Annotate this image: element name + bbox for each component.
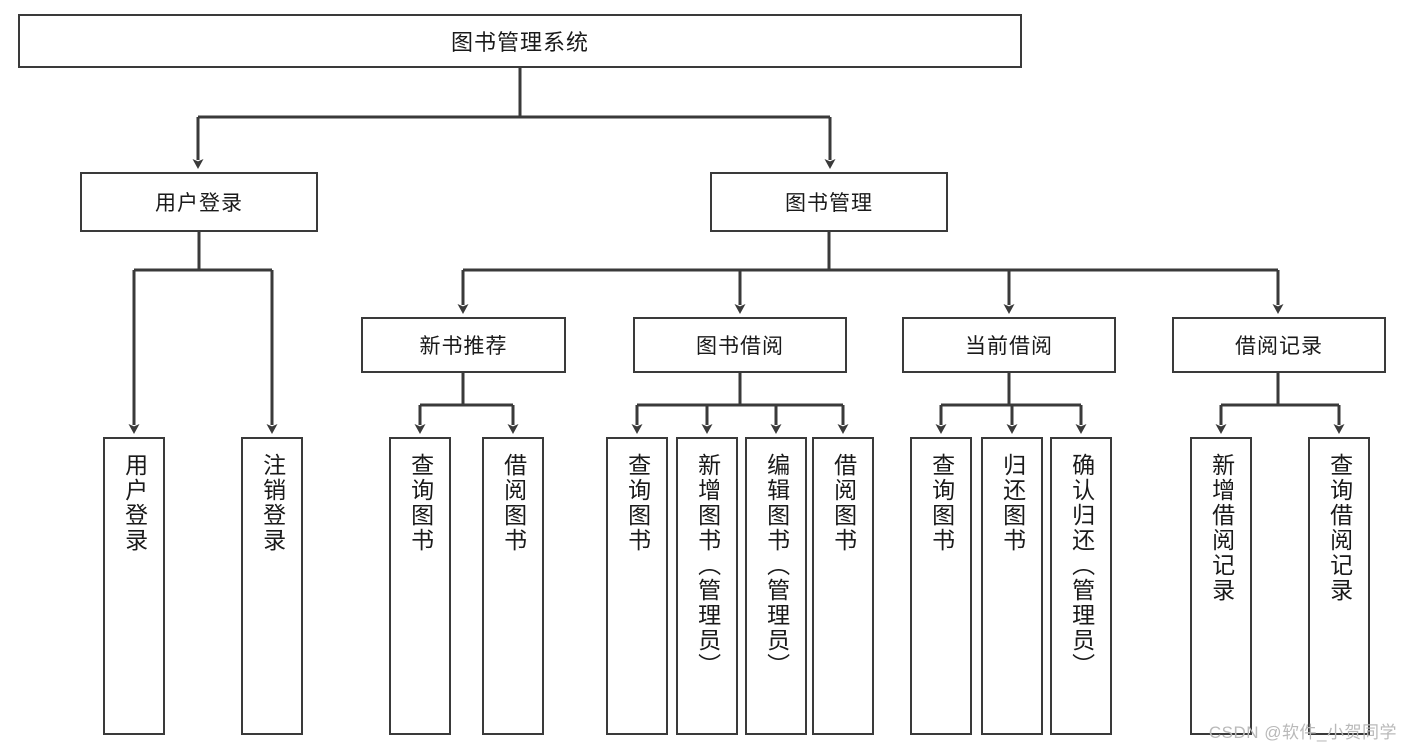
- node-leaf-add-record[interactable]: 新增借阅记录: [1190, 437, 1252, 735]
- node-leaf-query-record[interactable]: 查询借阅记录: [1308, 437, 1370, 735]
- node-leaf-add-book-label: 新增图书（管理员）: [694, 453, 721, 678]
- node-leaf-user-logout[interactable]: 注销登录: [241, 437, 303, 735]
- node-leaf-add-record-label: 新增借阅记录: [1208, 453, 1235, 603]
- node-borrow-record[interactable]: 借阅记录: [1172, 317, 1386, 373]
- node-leaf-confirm-return-label: 确认归还（管理员）: [1068, 453, 1095, 678]
- node-root[interactable]: 图书管理系统: [18, 14, 1022, 68]
- node-leaf-add-book[interactable]: 新增图书（管理员）: [676, 437, 738, 735]
- node-leaf-user-login-label: 用户登录: [121, 453, 148, 553]
- watermark: CSDN @软件_小贺同学: [1208, 723, 1397, 742]
- node-leaf-return-book[interactable]: 归还图书: [981, 437, 1043, 735]
- node-book-borrow-label: 图书借阅: [696, 335, 784, 358]
- node-leaf-user-login[interactable]: 用户登录: [103, 437, 165, 735]
- node-new-book-rec[interactable]: 新书推荐: [361, 317, 566, 373]
- node-current-borrow-label: 当前借阅: [965, 335, 1053, 358]
- node-user-login[interactable]: 用户登录: [80, 172, 318, 232]
- node-leaf-query-book-2[interactable]: 查询图书: [606, 437, 668, 735]
- node-leaf-borrow-book-1[interactable]: 借阅图书: [482, 437, 544, 735]
- node-leaf-edit-book-label: 编辑图书（管理员）: [763, 453, 790, 678]
- node-current-borrow[interactable]: 当前借阅: [902, 317, 1116, 373]
- node-leaf-query-book-3[interactable]: 查询图书: [910, 437, 972, 735]
- node-root-label: 图书管理系统: [450, 30, 589, 55]
- node-leaf-query-book-2-label: 查询图书: [624, 453, 651, 553]
- node-leaf-confirm-return[interactable]: 确认归还（管理员）: [1050, 437, 1112, 735]
- node-book-borrow[interactable]: 图书借阅: [633, 317, 847, 373]
- node-leaf-query-book-1-label: 查询图书: [407, 453, 434, 553]
- node-leaf-query-book-1[interactable]: 查询图书: [389, 437, 451, 735]
- node-new-book-rec-label: 新书推荐: [419, 335, 508, 358]
- node-book-manage-label: 图书管理: [785, 192, 873, 215]
- node-leaf-query-book-3-label: 查询图书: [928, 453, 955, 553]
- node-leaf-return-book-label: 归还图书: [999, 453, 1026, 553]
- node-leaf-edit-book[interactable]: 编辑图书（管理员）: [745, 437, 807, 735]
- node-book-manage[interactable]: 图书管理: [710, 172, 948, 232]
- node-leaf-user-logout-label: 注销登录: [259, 453, 286, 553]
- node-leaf-borrow-book-1-label: 借阅图书: [500, 453, 527, 553]
- node-leaf-borrow-book-2[interactable]: 借阅图书: [812, 437, 874, 735]
- node-leaf-query-record-label: 查询借阅记录: [1326, 453, 1353, 603]
- node-borrow-record-label: 借阅记录: [1235, 335, 1323, 358]
- node-user-login-label: 用户登录: [155, 192, 243, 215]
- node-leaf-borrow-book-2-label: 借阅图书: [830, 453, 857, 553]
